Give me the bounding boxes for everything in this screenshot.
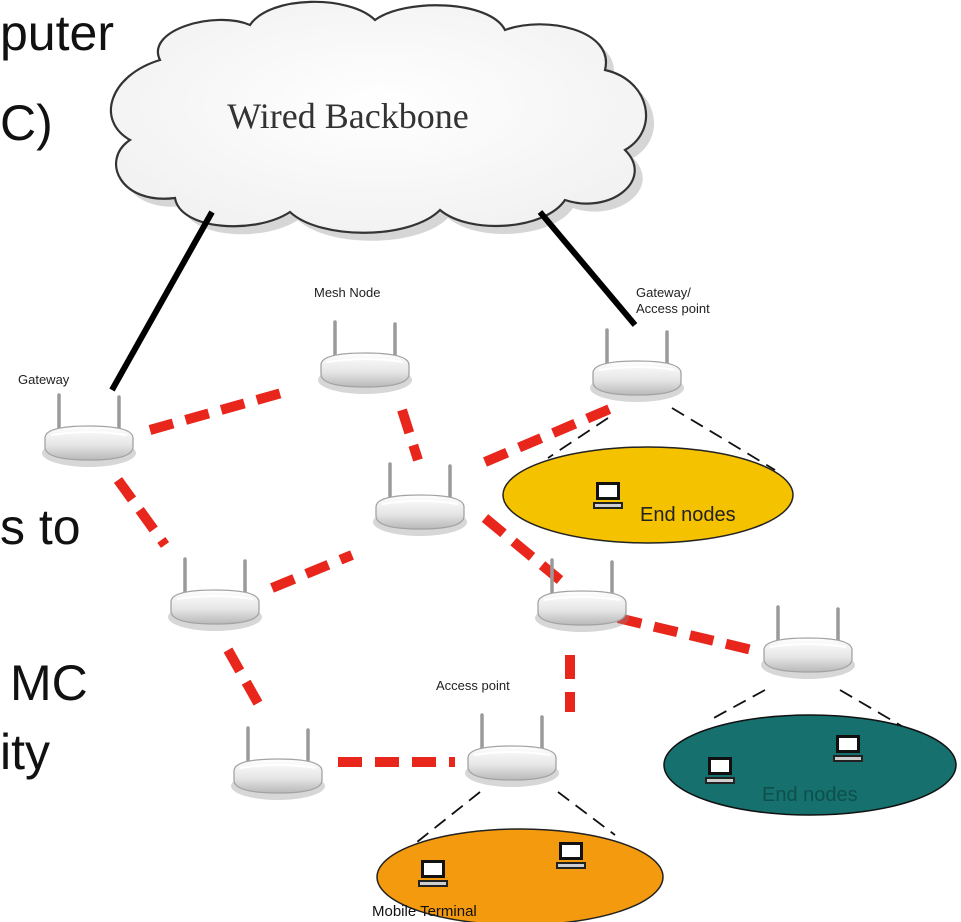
gateway-access-label-line1: Gateway/ [636, 285, 691, 300]
end-nodes-label: End nodes [640, 504, 736, 526]
mesh-router [229, 726, 327, 802]
slide-text-line-4: MC [10, 655, 88, 711]
laptop-icon [556, 842, 586, 869]
laptop-icon [418, 860, 448, 887]
wireless-links [113, 387, 754, 767]
laptop-icon [833, 735, 863, 762]
mesh-node-label: Mesh Node [314, 285, 380, 300]
laptop-icon [705, 757, 735, 784]
end-nodes-cluster-yellow: End nodes [502, 446, 794, 544]
backbone-label: Wired Backbone [227, 96, 468, 136]
wireless-link [223, 647, 268, 715]
wireless-link [481, 514, 564, 584]
gateway-label: Gateway [18, 372, 70, 387]
access-point-router [463, 713, 561, 789]
gateway-router [40, 393, 138, 469]
laptop-icon [593, 482, 623, 509]
mesh-router [371, 462, 469, 538]
gateway-access-point-router [588, 328, 686, 404]
wired-link-access-gateway [537, 210, 638, 327]
wireless-link [483, 403, 614, 467]
mobile-terminal-cluster-orange: Mobile Terminal [372, 828, 664, 922]
wireless-link [270, 550, 354, 593]
coverage-lines [411, 407, 906, 847]
wireless-link [397, 408, 423, 462]
slide-text-line-3: s to [0, 499, 81, 555]
slide-text-line-5: ity [0, 724, 50, 780]
access-point-label: Access point [436, 678, 510, 693]
access-point-router [759, 605, 857, 681]
slide-text-line-2: C) [0, 95, 53, 151]
end-nodes-cluster-teal: End nodes [663, 714, 957, 816]
end-nodes-label: End nodes [762, 784, 858, 806]
wireless-link [616, 613, 754, 655]
wired-link-gateway [109, 210, 215, 392]
wireless-link [148, 387, 287, 435]
mesh-node-router [316, 320, 414, 396]
wireless-link [113, 477, 170, 548]
gateway-access-label-line2: Access point [636, 301, 710, 316]
mobile-terminal-label: Mobile Terminal [372, 903, 477, 920]
wired-backbone-cloud: Wired Backbone [110, 0, 655, 241]
mesh-router [166, 557, 264, 633]
slide-text-line-1: puter [0, 5, 114, 61]
